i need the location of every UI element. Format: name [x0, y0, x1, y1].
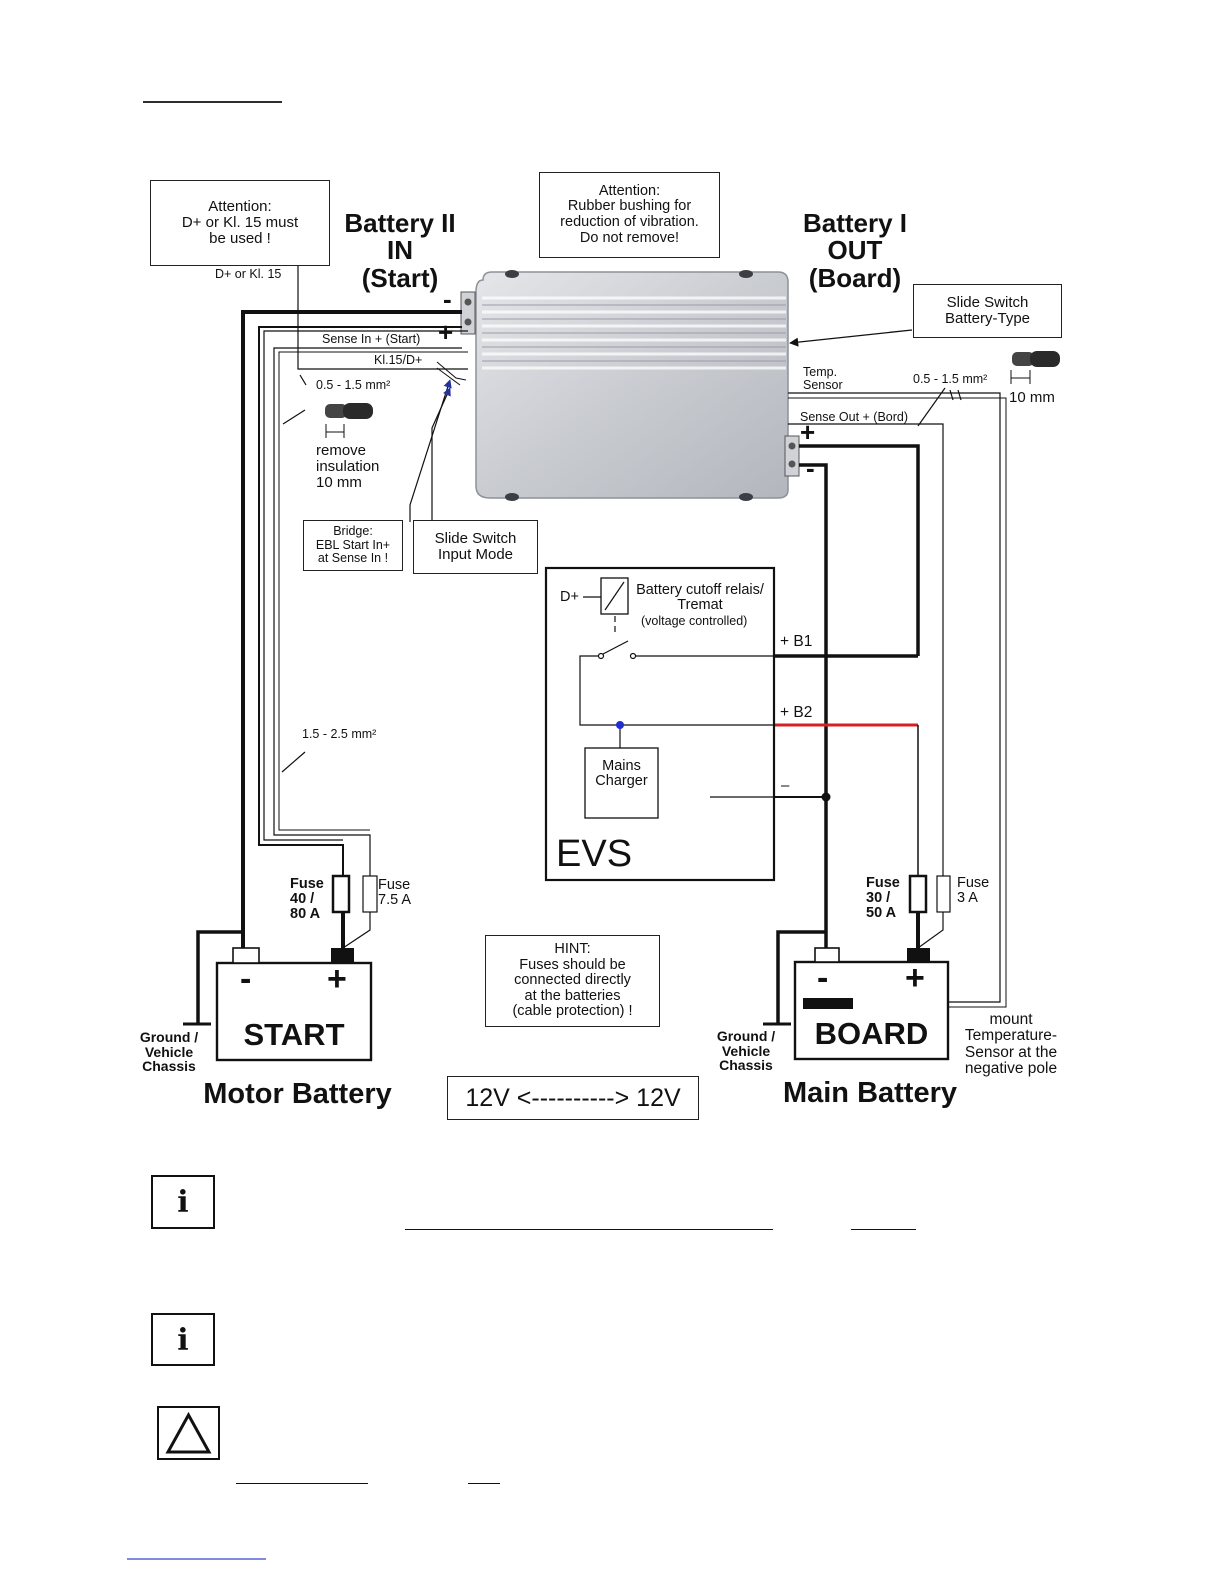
junction-dot-blue	[616, 721, 624, 729]
fuse-board-small	[936, 875, 951, 913]
info-icon: i	[151, 1313, 215, 1366]
battery-out-title: Battery I OUT (Board)	[802, 208, 908, 293]
cross-section-large: 1.5 - 2.5 mm²	[302, 727, 377, 741]
evs-relay-label: Battery cutoff relais/ Tremat	[636, 582, 764, 614]
warning-triangle-icon	[157, 1406, 220, 1460]
attention-dplus-note: Attention: D+ or Kl. 15 must be used !	[150, 180, 330, 266]
board-ground-label: Ground / Vehicle Chassis	[716, 1028, 776, 1074]
start-battery	[215, 947, 373, 1062]
evs-b1-label: + B1	[780, 633, 813, 650]
wire-label-sense-in: Sense In + (Start)	[322, 332, 421, 346]
wire-label-kl15-dplus: Kl.15/D+	[374, 353, 423, 367]
remove-insulation-label: remove insulation 10 mm	[316, 442, 380, 491]
attention-rubber-note: Attention: Rubber bushing for reduction …	[539, 172, 720, 258]
ten-mm-label: 10 mm	[1009, 389, 1055, 406]
evs-b2-label: + B2	[780, 704, 813, 721]
terminal-minus-out: -	[806, 453, 815, 483]
terminal-plus-in: +	[438, 317, 454, 347]
evs-title: EVS	[556, 833, 633, 875]
slide-switch-battery-type-note: Slide Switch Battery-Type	[913, 284, 1062, 338]
battery-in-title: Battery II IN (Start)	[344, 208, 456, 293]
hint-note: HINT: Fuses should be connected directly…	[485, 935, 660, 1027]
cross-section-right-small: 0.5 - 1.5 mm²	[913, 372, 988, 386]
fuse-start-main-label: Fuse 40 / 80 A	[290, 876, 324, 923]
start-battery-plus: +	[327, 960, 347, 998]
mains-charger-label: Mains Charger	[595, 758, 648, 790]
board-battery-plus: +	[905, 959, 925, 997]
cross-section-left-small: 0.5 - 1.5 mm²	[316, 378, 391, 392]
mount-sensor-note: mount Temperature- Sensor at the negativ…	[964, 1011, 1058, 1077]
fuse-board-small-label: Fuse 3 A	[957, 875, 990, 907]
text-underline	[405, 1229, 773, 1230]
wire-ferrule-right-icon	[1010, 351, 1060, 384]
text-underline	[236, 1483, 368, 1484]
fuse-board-main-label: Fuse 30 / 50 A	[866, 875, 900, 922]
wire-label-sense-out: Sense Out + (Bord)	[800, 410, 909, 424]
main-battery-caption: Main Battery	[782, 1077, 958, 1109]
evs-unit	[544, 566, 776, 882]
start-battery-name: START	[243, 1017, 345, 1052]
evs-minus-label: –	[781, 777, 790, 794]
start-ground-label: Ground / Vehicle Chassis	[139, 1029, 199, 1075]
start-battery-minus: -	[240, 960, 252, 998]
board-battery-name: BOARD	[814, 1016, 929, 1051]
junction-dot	[821, 792, 831, 802]
fuse-board-main	[908, 874, 928, 914]
terminal-minus-in: -	[443, 284, 452, 314]
board-battery-minus: -	[817, 959, 829, 997]
terminal-plus-out: +	[800, 417, 816, 447]
evs-relay-note: (voltage controlled)	[641, 614, 748, 628]
board-battery	[793, 947, 950, 1061]
fuse-start-main	[331, 874, 351, 914]
text-underline	[851, 1229, 916, 1230]
voltage-box: 12V <----------> 12V	[447, 1076, 699, 1120]
evs-dplus-label: D+	[560, 589, 579, 605]
temp-sensor-label: Temp. Sensor	[803, 365, 843, 393]
info-icon: i	[151, 1175, 215, 1229]
wire-label-dplus-kl15: D+ or Kl. 15	[215, 267, 282, 281]
bridge-note: Bridge: EBL Start In+ at Sense In !	[303, 520, 403, 571]
fuse-start-small	[362, 875, 378, 913]
fuse-start-small-label: Fuse 7.5 A	[378, 877, 412, 909]
text-underline	[468, 1483, 500, 1484]
motor-battery-caption: Motor Battery	[203, 1078, 392, 1110]
device-housing	[460, 270, 800, 501]
slide-switch-input-mode-note: Slide Switch Input Mode	[413, 520, 538, 574]
wire-ferrule-left-icon	[325, 403, 373, 438]
